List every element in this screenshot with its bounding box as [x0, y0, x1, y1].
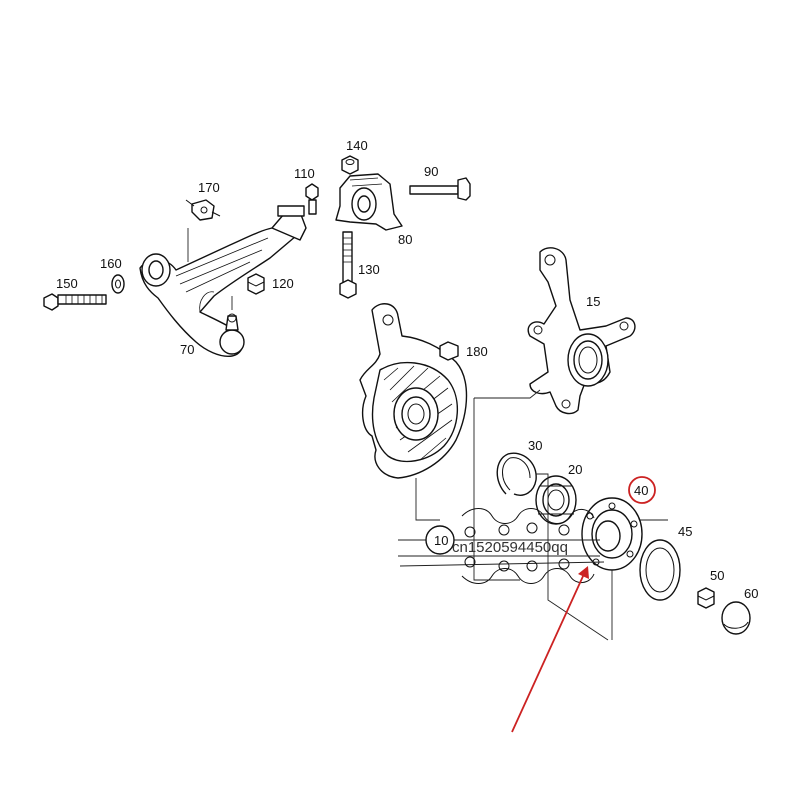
- label-30: 30: [528, 438, 542, 453]
- axle-nut-50: [697, 587, 715, 609]
- bolt-110: [305, 183, 319, 215]
- label-45: 45: [678, 524, 692, 539]
- red-arrowhead: [578, 566, 589, 579]
- label-180: 180: [466, 344, 488, 359]
- label-60: 60: [744, 586, 758, 601]
- label-50: 50: [710, 568, 724, 583]
- knuckle-dust-shield-assembly: [359, 303, 468, 479]
- label-150: 150: [56, 276, 78, 291]
- wheel-bearing-20: [535, 475, 577, 525]
- tone-ring-45: [639, 539, 681, 601]
- label-20: 20: [568, 462, 582, 477]
- label-80: 80: [398, 232, 412, 247]
- bolt-130: [339, 231, 357, 299]
- label-170: 170: [198, 180, 220, 195]
- label-15: 15: [586, 294, 600, 309]
- highlight-circle: [628, 476, 656, 504]
- label-90: 90: [424, 164, 438, 179]
- label-10: 10: [434, 533, 448, 548]
- bolt-90: [409, 177, 471, 201]
- nut-120: [247, 273, 265, 295]
- grease-cap-60: [721, 601, 751, 635]
- washer-160: [111, 274, 125, 294]
- label-160: 160: [100, 256, 122, 271]
- nut-140: [341, 155, 359, 175]
- label-110: 110: [294, 166, 315, 181]
- bolt-150: [43, 293, 107, 311]
- lower-control-arm: [139, 205, 307, 357]
- snap-ring-30: [496, 452, 537, 496]
- watermark-text: cn1520594450qq: [452, 539, 568, 556]
- label-120: 120: [272, 276, 294, 291]
- label-140: 140: [346, 138, 368, 153]
- highlight-annotation: [511, 476, 656, 733]
- red-arrow-line: [511, 573, 585, 733]
- label-130: 130: [358, 262, 380, 277]
- label-70: 70: [180, 342, 194, 357]
- watermark-ornament: [425, 508, 595, 584]
- steering-knuckle-15: [527, 247, 636, 415]
- wheel-hub-40: [581, 497, 643, 571]
- clip-170: [185, 199, 221, 221]
- label-40: 40: [634, 483, 648, 498]
- bushing-bracket-80: [335, 173, 403, 231]
